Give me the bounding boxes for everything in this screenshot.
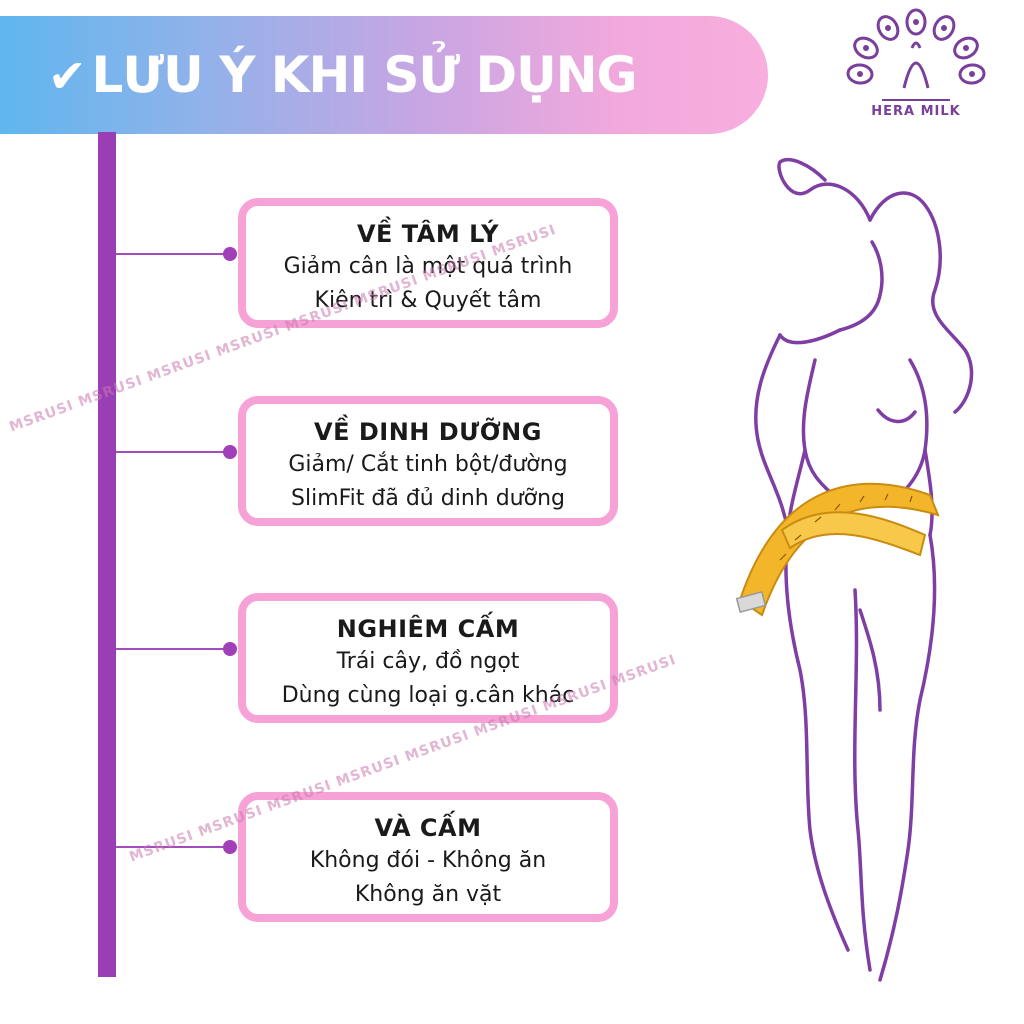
connector-line	[116, 451, 230, 453]
card-text: Giảm cân là một quá trình	[283, 254, 573, 279]
peacock-logo-icon	[846, 8, 986, 101]
connector-line	[116, 846, 230, 848]
card-title: VỀ TÂM LÝ	[356, 220, 500, 248]
card-prohibited: NGHIÊM CẤM Trái cây, đồ ngọt Dùng cùng l…	[238, 593, 618, 723]
card-nutrition: VỀ DINH DƯỠNG Giảm/ Cắt tinh bột/đường S…	[238, 396, 618, 526]
woman-silhouette-illustration	[735, 158, 974, 982]
connector-dot	[223, 642, 237, 656]
card-also-prohibited: VÀ CẤM Không đói - Không ăn Không ăn vặt	[238, 792, 618, 922]
card-title: VỀ DINH DƯỠNG	[314, 418, 542, 446]
timeline-spine	[98, 132, 116, 977]
connector-dot	[223, 247, 237, 261]
card-text: Kiên trì & Quyết tâm	[314, 288, 542, 313]
card-title: NGHIÊM CẤM	[336, 615, 520, 643]
measuring-tape-icon	[735, 482, 940, 617]
brand-name: HERA MILK	[871, 104, 961, 119]
card-text: Dùng cùng loại g.cân khác	[281, 683, 575, 708]
connector-dot	[223, 840, 237, 854]
header-banner: ✔LƯU Ý KHI SỬ DỤNG	[0, 16, 768, 134]
card-title: VÀ CẤM	[374, 814, 482, 842]
card-psychology: VỀ TÂM LÝ Giảm cân là một quá trình Kiên…	[238, 198, 618, 328]
card-text: Không ăn vặt	[354, 882, 502, 907]
page-title: ✔LƯU Ý KHI SỬ DỤNG	[48, 38, 638, 112]
connector-line	[116, 648, 230, 650]
watermark-text: MSRUSI MSRUSI MSRUSI MSRUSI MSRUSI MSRUS…	[7, 221, 559, 436]
card-text: Trái cây, đồ ngọt	[336, 649, 520, 674]
connector-dot	[223, 445, 237, 459]
brand-logo: HERA MILK	[846, 8, 986, 132]
card-text: Không đói - Không ăn	[309, 848, 547, 873]
page-title-text: LƯU Ý KHI SỬ DỤNG	[91, 46, 638, 104]
check-icon: ✔	[48, 49, 87, 103]
connector-line	[116, 253, 230, 255]
card-text: Giảm/ Cắt tinh bột/đường	[288, 452, 568, 477]
card-text: SlimFit đã đủ dinh dưỡng	[291, 486, 565, 511]
